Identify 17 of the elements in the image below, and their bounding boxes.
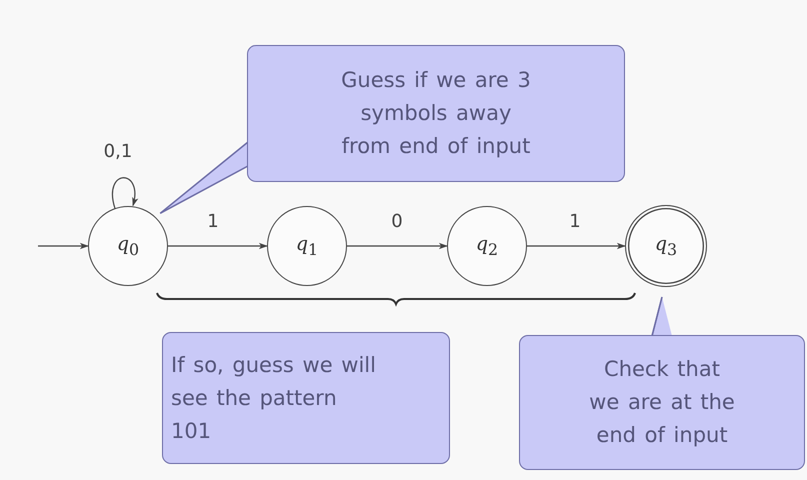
- callout-text: Check that we are at the end of input: [588, 356, 736, 449]
- transition-arrow: [38, 242, 89, 250]
- callout-box: [519, 335, 805, 470]
- transition-arrow: [168, 242, 268, 250]
- callout-text: If so, guess we will see the pattern 101: [171, 352, 377, 444]
- state-label: q$_{1}$: [296, 233, 318, 259]
- state-label: q$_{0}$: [116, 233, 140, 259]
- callout-text: Guess if we are 3 symbols away from end of input: [340, 67, 532, 160]
- state-label: q$_{3}$: [654, 233, 678, 259]
- transition-arrow: [527, 242, 626, 250]
- transition-arrow: [347, 242, 448, 250]
- leader-line: [651, 296, 663, 336]
- leader-line: [160, 165, 248, 214]
- self-loop-arrow: [112, 177, 138, 209]
- state-label: q$_{2}$: [476, 233, 498, 259]
- callout-box: [247, 45, 625, 182]
- callout-box: [162, 332, 450, 464]
